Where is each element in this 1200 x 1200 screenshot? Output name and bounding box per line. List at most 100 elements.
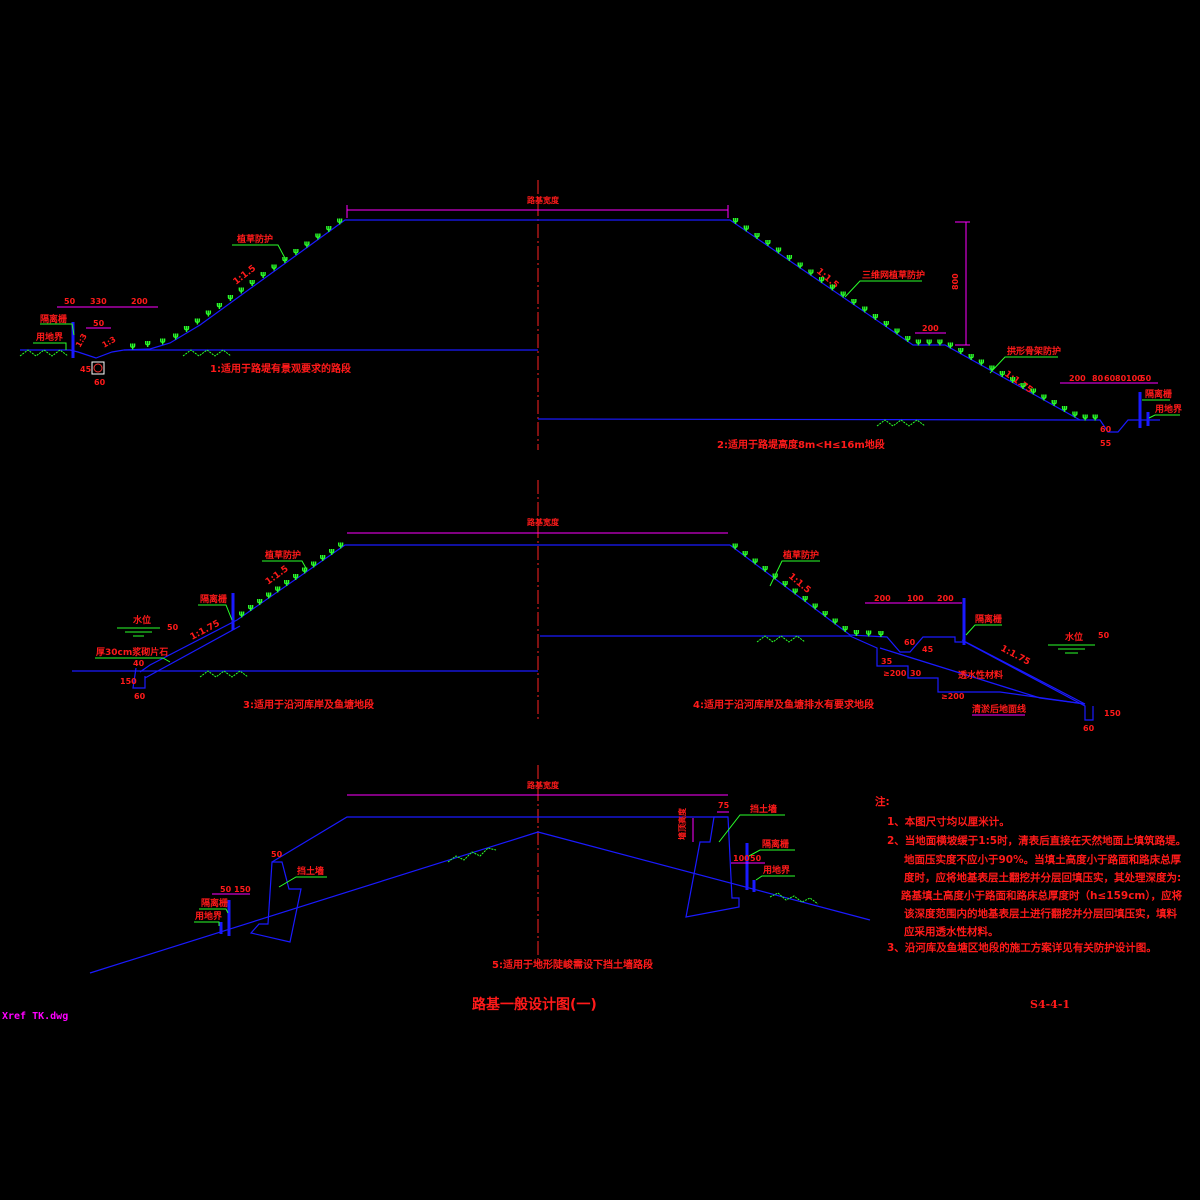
dim-text: 200 [1069, 374, 1086, 383]
riprap-line [144, 625, 241, 679]
note-line: 地面压实度不应小于90%。当填土高度小于路面和路床总厚 [904, 853, 1182, 866]
grass-tuft-icon: ψ [1082, 412, 1088, 421]
leader-line [194, 921, 220, 926]
note-line: 3、沿河库及鱼塘区地段的施工方案详见有关防护设计图。 [887, 941, 1157, 954]
grass-tuft-icon: ψ [832, 616, 838, 625]
note-line: 2、当地面横坡缓于1:5时，清表后直接在天然地面上填筑路堤。 [887, 834, 1186, 847]
ground-hatch [199, 670, 249, 678]
grass-tuft-icon: ψ [1092, 412, 1098, 421]
grass-tuft-icon: ψ [173, 331, 179, 340]
grass-tuft-icon: ψ [772, 571, 778, 580]
grass-tuft-icon: ψ [1041, 392, 1047, 401]
grass-tuft-icon: ψ [797, 260, 803, 269]
ground-hatch [182, 349, 232, 357]
grass-tuft-icon: ψ [216, 300, 222, 309]
permeable-material-label: 透水性材料 [958, 669, 1003, 681]
grass-tuft-icon: ψ [752, 556, 758, 565]
riprap-label: 厚30cm浆砌片石 [96, 646, 168, 658]
leader-line [965, 624, 1002, 636]
permeable-boundary [879, 647, 1086, 705]
grass-tuft-icon: ψ [968, 351, 974, 360]
dim-text: 80 [1115, 374, 1127, 383]
fence-label: 隔离栅 [1145, 388, 1172, 400]
retaining-wall-label: 挡土墙 [297, 865, 324, 877]
section-5-caption: 5:适用于地形陡峻需设下挡土墙路段 [492, 958, 653, 971]
dim-text: 60 [904, 638, 916, 647]
drawing-title: 路基一般设计图(一) [472, 996, 597, 1013]
section-1-caption: 1:适用于路堤有景观要求的路段 [210, 362, 351, 375]
grass-tuft-icon: ψ [853, 627, 859, 636]
dim-text: 150 [234, 885, 251, 894]
grass-tuft-icon: ψ [732, 541, 738, 550]
water-level-label: 水位 [1065, 631, 1083, 643]
grass-tuft-icon: ψ [194, 316, 200, 325]
dim-text: 45 [922, 645, 934, 654]
dim-text: 50 [1098, 631, 1110, 640]
retaining-wall-right [685, 816, 740, 918]
grass-tuft-icon: ψ [958, 346, 964, 355]
grass-tuft-icon: ψ [754, 230, 760, 239]
grass-tuft-icon: ψ [842, 623, 848, 632]
grass-tuft-icon: ψ [872, 311, 878, 320]
slope-inner [961, 639, 1086, 705]
grass-tuft-icon: ψ [320, 553, 326, 562]
boundary-label: 用地界 [194, 910, 222, 922]
grass-tuft-icon: ψ [937, 337, 943, 346]
grass-tuft-icon: ψ [743, 223, 749, 232]
fence-label: 隔离栅 [40, 313, 67, 325]
section-4-caption: 4:适用于沿河库岸及鱼塘排水有要求地段 [693, 698, 874, 711]
grass-tuft-icon: ψ [999, 369, 1005, 378]
fence-label: 隔离栅 [762, 838, 789, 850]
note-line: 应采用透水性材料。 [904, 925, 999, 938]
grass-protection-label: 植草防护 [782, 549, 819, 561]
ground-line-left [89, 831, 539, 974]
dim-text: 150 [120, 677, 137, 686]
dim-text: 50 [1140, 374, 1152, 383]
dim-text: 60 [1100, 425, 1112, 434]
grass-tuft-icon: ψ [315, 231, 321, 240]
xref-filename: Xref TK.dwg [2, 1011, 68, 1022]
grass-tuft-icon: ψ [866, 628, 872, 637]
grass-tuft-icon: ψ [329, 546, 335, 555]
roadway-profile [271, 816, 728, 863]
grass-tuft-icon: ψ [160, 336, 166, 345]
dim-text: 50 [220, 885, 232, 894]
dim-text: 60 [1083, 724, 1095, 733]
slope-ratio: 1:1.5 [786, 572, 812, 596]
grass-tuft-icon: ψ [1020, 380, 1026, 389]
fence-label: 隔离栅 [975, 613, 1002, 625]
arch-frame-label: 拱形骨架防护 [1007, 345, 1061, 357]
grass-tuft-icon: ψ [257, 596, 263, 605]
note-line: 该深度范围内的地基表层土进行翻挖并分层回填压实，填料 [904, 907, 1177, 920]
grass-tuft-icon: ψ [862, 304, 868, 313]
grass-protection-label: 植草防护 [236, 233, 273, 245]
embankment-profile [729, 544, 1094, 721]
leader-line [198, 604, 233, 621]
dim-text: 50 [750, 854, 762, 863]
grass-tuft-icon: ψ [239, 609, 245, 618]
wall-height-label: 墙顶高度 [677, 807, 687, 840]
grass-tuft-icon: ψ [786, 252, 792, 261]
dim-text: 45 [80, 365, 92, 374]
grid-grass-label: 三维网植草防护 [862, 269, 925, 281]
note-line: 1、本图尺寸均以厘米计。 [887, 815, 1010, 828]
boundary-label: 用地界 [1154, 403, 1182, 415]
dim-text: 60 [94, 378, 106, 387]
embankment-right-profile [729, 219, 1160, 433]
dim-text: 200 [874, 594, 891, 603]
cleared-ground-label: 清淤后地面线 [972, 703, 1026, 715]
dim-text: 60 [1104, 374, 1116, 383]
grass-tuft-icon: ψ [282, 254, 288, 263]
grass-tuft-icon: ψ [145, 339, 151, 348]
leader-line [40, 323, 75, 336]
dim-text: 800 [951, 273, 960, 290]
grass-tuft-icon: ψ [742, 548, 748, 557]
grass-tuft-icon: ψ [1010, 375, 1016, 384]
dim-text: 40 [133, 659, 145, 668]
grass-tuft-icon: ψ [1030, 386, 1036, 395]
grass-tuft-icon: ψ [337, 216, 343, 225]
notes-block: 注: 1、本图尺寸均以厘米计。 2、当地面横坡缓于1:5时，清表后直接在天然地面… [875, 795, 1186, 954]
grass-tuft-icon: ψ [926, 337, 932, 346]
grass-tuft-icon: ψ [894, 326, 900, 335]
